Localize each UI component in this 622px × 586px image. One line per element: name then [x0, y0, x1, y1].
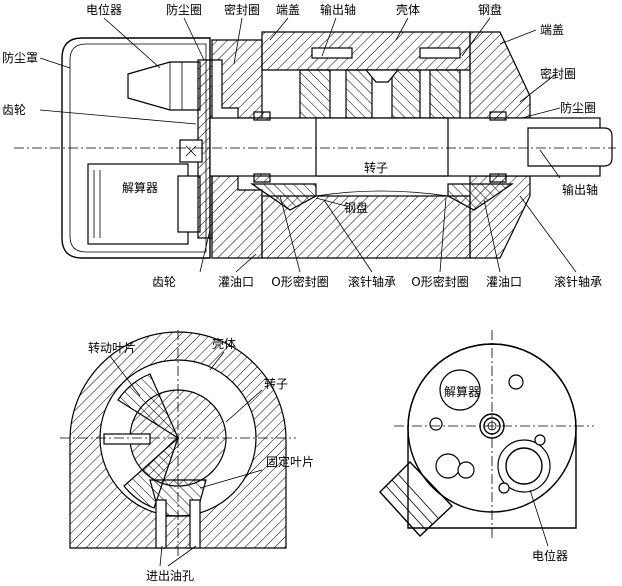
label-rotating-vane: 转动叶片	[88, 340, 136, 355]
label-seal-ring-1: 密封圈	[224, 2, 260, 17]
label-seal-ring-2: 密封圈	[540, 66, 576, 81]
top-leaders	[39, 17, 577, 273]
top-labels: 电位器 防尘圈 密封圈 端盖 输出轴 壳体 钢盘 端盖 密封圈 防尘圈 防尘罩 …	[2, 2, 602, 289]
label-oil-holes: 进出油孔	[146, 569, 194, 583]
label-steel-disc-top: 钢盘	[478, 2, 502, 17]
label-end-cap-2: 端盖	[540, 23, 564, 37]
label-potentiometer: 电位器	[86, 2, 122, 17]
end-cap-right-top	[469, 31, 531, 119]
end-cap-left-bottom	[211, 175, 263, 259]
label-needle-bearing-2: 滚针轴承	[554, 274, 602, 289]
label-o-ring-2: O形密封圈	[411, 274, 468, 289]
label-fixed-vane: 固定叶片	[266, 454, 314, 469]
label-section-rotor: 转子	[264, 376, 288, 391]
label-output-shaft-right: 输出轴	[562, 182, 598, 197]
label-dust-ring-1: 防尘圈	[166, 2, 202, 17]
longitudinal-section	[14, 31, 616, 259]
label-o-ring-1: O形密封圈	[271, 274, 328, 289]
rotor-body	[315, 117, 449, 177]
end-cap-left-top	[211, 39, 263, 119]
label-steel-disc-mid: 钢盘	[344, 200, 368, 215]
potentiometer-body	[127, 61, 201, 111]
label-end-resolver: 解算器	[444, 384, 480, 399]
label-needle-bearing-1: 滚针轴承	[348, 274, 396, 289]
label-housing: 壳体	[396, 3, 420, 17]
section-labels: 转动叶片 壳体 转子 固定叶片 进出油孔	[88, 337, 314, 583]
label-dust-ring-2: 防尘圈	[560, 100, 596, 115]
end-labels: 解算器 电位器	[444, 384, 568, 563]
label-oil-port-1: 灌油口	[218, 275, 254, 289]
label-dust-cover: 防尘罩	[2, 50, 38, 65]
label-resolver: 解算器	[122, 180, 158, 195]
end-view-bracket	[379, 460, 453, 537]
resolver-body	[87, 163, 189, 245]
label-output-shaft-top: 输出轴	[320, 2, 356, 17]
label-rotor: 转子	[364, 160, 388, 175]
end-leaders	[529, 489, 549, 547]
label-end-cap-1: 端盖	[276, 3, 300, 17]
end-view	[379, 330, 594, 540]
end-view-resolver	[439, 369, 481, 411]
label-oil-port-2: 灌油口	[486, 275, 522, 289]
dust-cover-outline	[61, 37, 211, 259]
label-section-housing: 壳体	[212, 337, 236, 351]
label-gear-bottom: 齿轮	[152, 275, 176, 289]
cross-section	[60, 330, 296, 556]
label-end-potentiometer: 电位器	[532, 548, 568, 563]
label-gear-left: 齿轮	[2, 103, 26, 117]
section-leaders	[109, 351, 263, 567]
dust-cover-inner	[69, 43, 207, 253]
